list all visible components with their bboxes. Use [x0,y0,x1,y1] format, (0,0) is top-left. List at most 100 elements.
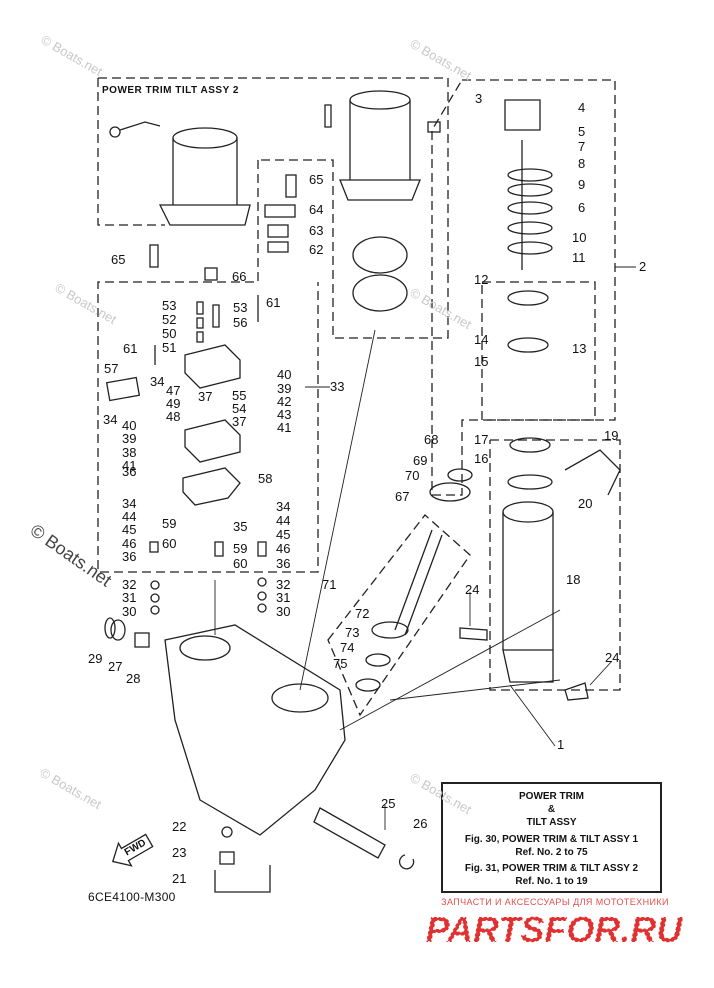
callout-29: 29 [88,651,103,666]
clamp-bracket [104,617,589,893]
callout-45b: 45 [276,527,291,542]
callout-6: 6 [578,200,586,215]
callout-34d: 34 [276,499,291,514]
callout-65b: 65 [111,252,126,267]
callout-51: 51 [162,340,177,355]
callout-26: 26 [413,816,428,831]
small-parts [149,174,297,615]
callout-14: 14 [474,332,489,347]
callout-16: 16 [474,451,489,466]
info-line-4: Fig. 30, POWER TRIM & TILT ASSY 1 [464,834,639,845]
callout-47: 47 [166,383,181,398]
callout-17: 17 [474,432,489,447]
info-line-7: Ref. No. 1 to 19 [515,876,588,887]
callout-19: 19 [604,428,619,443]
info-line-1: POWER TRIM [519,791,584,802]
callout-64: 64 [309,202,324,217]
info-line-5: Ref. No. 2 to 75 [515,847,588,858]
callout-32a: 32 [122,577,137,592]
fwd-arrow-icon: FWD [104,827,159,876]
model-code: 6CE4100-M300 [88,890,176,904]
callout-24b: 24 [605,650,620,665]
callout-27: 27 [108,659,123,674]
callout-54: 54 [232,401,247,416]
callout-55: 55 [232,388,247,403]
callout-22: 22 [172,819,187,834]
callout-59a: 59 [162,516,177,531]
callout-53a: 53 [162,298,177,313]
callout-1: 1 [557,737,565,752]
callout-41a: 41 [277,420,292,435]
pump-block [105,295,259,506]
reservoir [324,90,441,312]
callout-59b: 59 [233,541,248,556]
callout-56: 56 [233,315,248,330]
leader-lines [214,266,636,830]
callout-71: 71 [322,577,337,592]
callout-11: 11 [572,250,586,265]
callout-44b: 44 [276,513,291,528]
callout-39b: 39 [122,431,137,446]
callout-28: 28 [126,671,141,686]
callout-37b: 37 [232,414,247,429]
callout-36c: 36 [122,464,137,479]
callout-74: 74 [340,640,355,655]
callout-37a: 37 [198,389,213,404]
callout-9: 9 [578,177,586,192]
callout-42: 42 [277,394,292,409]
callout-25: 25 [381,796,396,811]
callout-10: 10 [572,230,587,245]
callout-30a: 30 [122,604,137,619]
callout-68: 68 [424,432,439,447]
callout-31a: 31 [122,590,137,605]
promo-text: ЗАПЧАСТИ И АКСЕССУАРЫ ДЛЯ МОТОТЕХНИКИ [441,897,669,907]
tilt-cylinder [502,449,621,683]
callout-32b: 32 [276,577,291,592]
diagram-title: POWER TRIM TILT ASSY 2 [102,85,239,96]
trim-cylinder [504,99,553,490]
callout-66: 66 [232,269,247,284]
info-line-2: & [547,804,556,815]
callout-40b: 40 [122,418,137,433]
callout-30b: 30 [276,604,291,619]
callout-18: 18 [566,572,581,587]
callout-38: 38 [122,445,137,460]
callout-40a: 40 [277,367,292,382]
callout-8: 8 [578,156,586,171]
callout-34b: 34 [103,412,118,427]
callout-50: 50 [162,326,177,341]
callout-44a: 44 [122,509,137,524]
callout-41b: 41 [122,458,137,473]
callout-39a: 39 [277,381,292,396]
callout-23: 23 [172,845,187,860]
hydraulic-lines-71-75 [355,468,473,692]
callout-63: 63 [309,223,324,238]
trim-motor [109,121,251,226]
callout-13: 13 [572,341,587,356]
callout-52: 52 [162,312,177,327]
callout-70: 70 [405,468,420,483]
callout-69: 69 [413,453,428,468]
callout-21: 21 [172,871,187,886]
callout-60a: 60 [162,536,177,551]
info-line-3: TILT ASSY [526,817,577,828]
callout-31b: 31 [276,590,291,605]
svg-text:PARTSFOR.RU: PARTSFOR.RU [426,909,684,950]
callout-34a: 34 [150,374,165,389]
callout-20: 20 [578,496,593,511]
callout-65a: 65 [309,172,324,187]
callout-46a: 46 [122,536,137,551]
assembly-boundary-lines [97,77,621,717]
callout-33: 33 [330,379,345,394]
reference-info-box: POWER TRIM & TILT ASSY Fig. 30, POWER TR… [441,782,662,893]
callout-75: 75 [333,656,348,671]
callout-36a: 36 [122,549,137,564]
callout-57: 57 [104,361,119,376]
callout-34c: 34 [122,496,137,511]
callout-73: 73 [345,625,360,640]
callout-43: 43 [277,407,292,422]
callout-24a: 24 [465,582,480,597]
callout-45a: 45 [122,522,137,537]
callout-2: 2 [639,259,647,274]
